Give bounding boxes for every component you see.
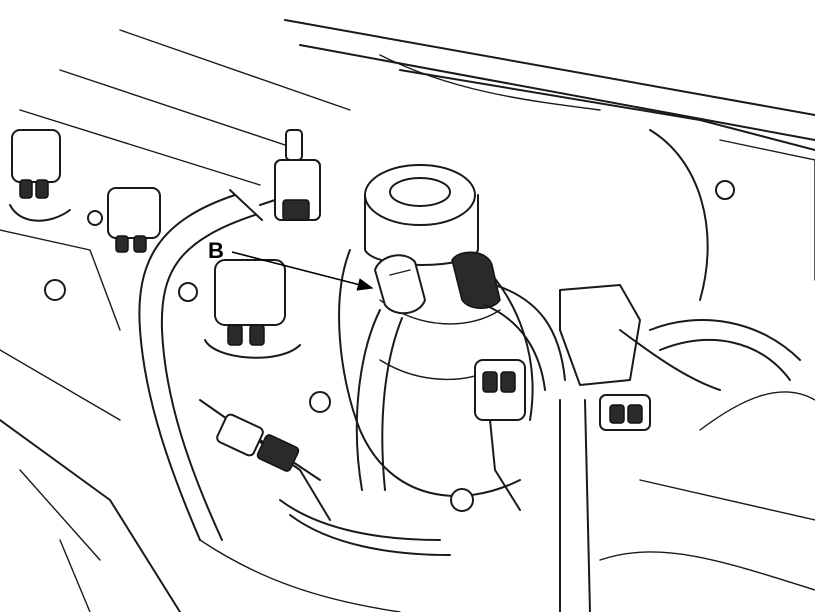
background-frame	[0, 19, 815, 612]
callout-b-label: B	[208, 238, 224, 263]
wiring-connector	[474, 359, 526, 511]
injector-connector-1	[9, 129, 71, 222]
hose-connector-2	[451, 251, 566, 391]
bolts	[44, 180, 735, 512]
callout-b-leader	[231, 251, 374, 291]
injector-connector-3	[204, 259, 301, 359]
coolant-pipe	[138, 189, 263, 541]
hose-connector	[355, 254, 426, 491]
injector-connector-2	[107, 187, 161, 253]
sensor	[259, 129, 321, 221]
right-bracket	[559, 284, 801, 612]
filter-housing	[338, 164, 534, 497]
lower-harness	[199, 399, 451, 556]
callout-b: B	[208, 238, 374, 291]
